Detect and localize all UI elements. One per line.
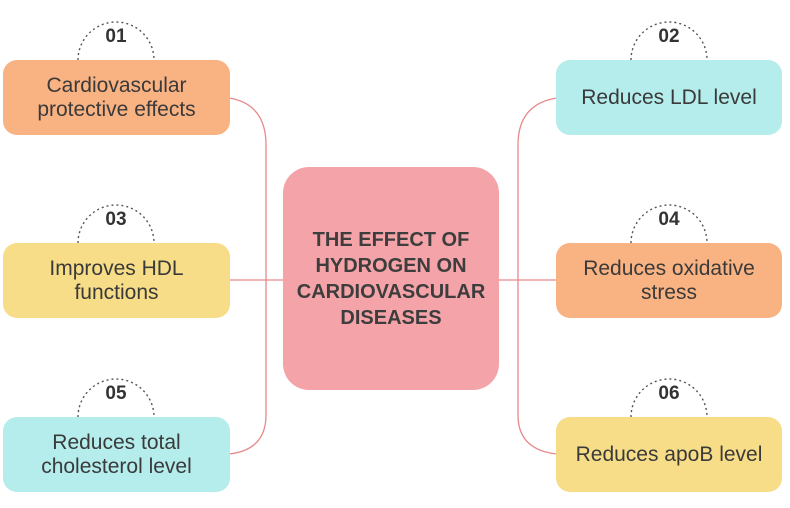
item-box-03: Improves HDL functions: [3, 243, 230, 318]
item-text-04: Reduces oxidative stress: [583, 256, 755, 304]
connector-left-top: [228, 97, 267, 280]
item-box-05: Reduces total cholesterol level: [3, 417, 230, 492]
item-box-02: Reduces LDL level: [556, 60, 782, 135]
item-text-02: Reduces LDL level: [581, 85, 757, 109]
item-text-03: Improves HDL functions: [49, 256, 184, 304]
item-number-04: 04: [658, 209, 680, 230]
connector-right-bottom: [517, 280, 558, 455]
item-number-03: 03: [105, 209, 127, 230]
item-box-04: Reduces oxidative stress: [556, 243, 782, 318]
central-topic-text: THE EFFECT OF HYDROGEN ON CARDIOVASCULAR…: [296, 228, 486, 329]
central-topic-box: THE EFFECT OF HYDROGEN ON CARDIOVASCULAR…: [283, 167, 499, 390]
item-box-06: Reduces apoB level: [556, 417, 782, 492]
dotted-arc-06: [630, 378, 708, 418]
dotted-arc-05: [77, 378, 155, 418]
connector-right-top: [517, 97, 558, 280]
connector-left-bottom: [228, 280, 267, 455]
dotted-arc-03: [77, 204, 155, 244]
item-text-06: Reduces apoB level: [575, 442, 763, 466]
item-box-01: Cardiovascular protective effects: [3, 60, 230, 135]
dotted-arc-02: [630, 21, 708, 61]
dotted-arc-04: [630, 204, 708, 244]
dotted-arc-01: [77, 21, 155, 61]
item-text-01: Cardiovascular protective effects: [37, 73, 196, 121]
item-number-02: 02: [658, 26, 680, 47]
item-number-01: 01: [105, 26, 127, 47]
item-number-05: 05: [105, 383, 127, 404]
item-text-05: Reduces total cholesterol level: [41, 430, 192, 478]
item-number-06: 06: [658, 383, 680, 404]
